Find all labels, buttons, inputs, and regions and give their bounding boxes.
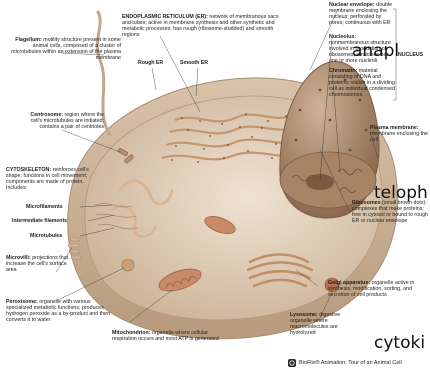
microvilli-label: Microvilli: projections that increase th…: [6, 255, 70, 273]
centrosome-label: Centrosome: region where the cell's micr…: [22, 112, 104, 130]
golgi-label: Golgi apparatus: organelle active in syn…: [328, 280, 428, 298]
chromatin-label: Chromatin: material consisting of DNA an…: [329, 68, 395, 98]
mitochondrion-label: Mitochondrion: organelle where cellular …: [112, 330, 220, 342]
intermediate-filaments-label: Intermediate filaments: [12, 218, 67, 224]
flagellum-label: Flagellum: motility structure present in…: [6, 37, 121, 61]
nuclear-envelope-label: Nuclear envelope: double membrane enclos…: [329, 2, 395, 26]
peroxisome-shape: [122, 259, 134, 271]
cytoskeleton-label: CYTOSKELETON: reinforces cell's shape; f…: [6, 167, 92, 191]
peroxisome-label: Peroxisome: organelle with various speci…: [6, 299, 110, 323]
rough-er-label: Rough ER: [138, 60, 163, 66]
bioflix-link[interactable]: BioFlix® Animation: Tour of an Animal Ce…: [288, 358, 402, 367]
smooth-er-label: Smooth ER: [180, 60, 208, 66]
microtubules-label: Microtubules: [30, 233, 62, 239]
cytokinesis-overlay-text: cytoki: [374, 334, 425, 352]
nucleolus-shape: [306, 174, 334, 190]
lysosome-label: Lysosome: digestive organelle where macr…: [290, 312, 362, 336]
nucleus-label: NUCLEUS: [398, 52, 423, 58]
microfilaments-label: Microfilaments: [26, 204, 63, 210]
bioflix-icon: [288, 359, 296, 367]
anaphase-overlay-text: anapl: [352, 42, 399, 60]
plasma-membrane-label: Plasma membrane: membrane enclosing the …: [370, 125, 430, 143]
er-label: ENDOPLASMIC RETICULUM (ER): network of m…: [122, 14, 282, 38]
telophase-overlay-text: teloph: [374, 184, 428, 202]
bioflix-label: BioFlix® Animation: Tour of an Animal Ce…: [299, 360, 402, 366]
ribosomes-label: Ribosomes (small brown dots): complexes …: [352, 200, 430, 224]
